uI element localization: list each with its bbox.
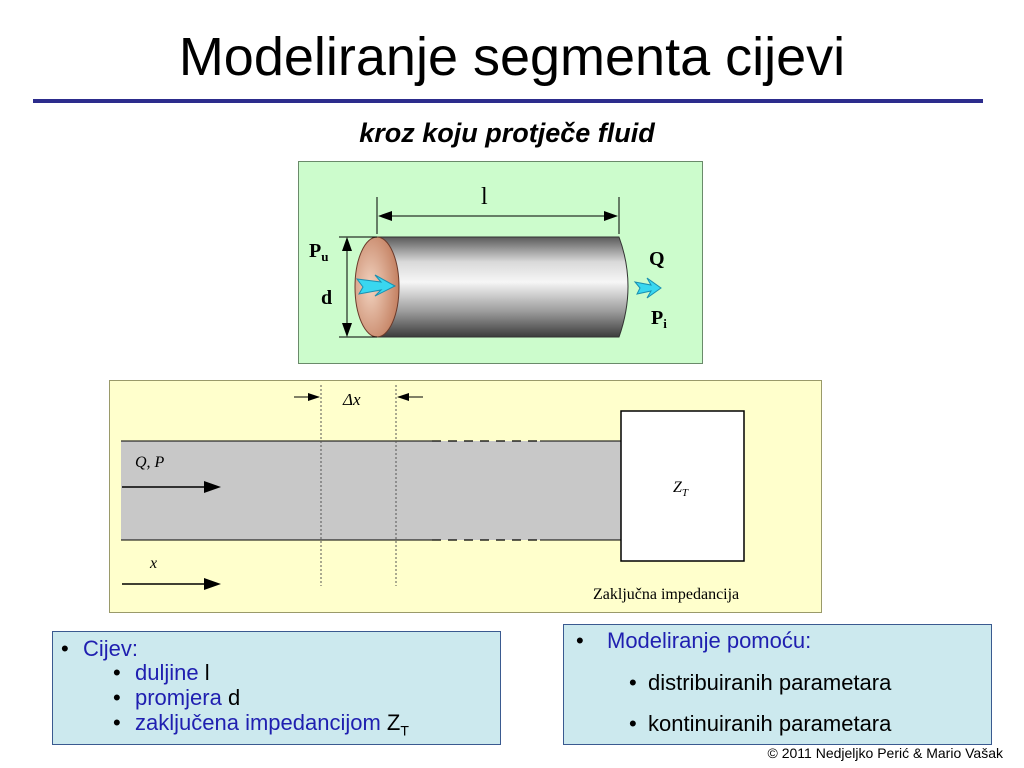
list-item: promjera d bbox=[135, 685, 241, 710]
box-heading: Modeliranje pomoću: bbox=[607, 628, 812, 653]
modeling-methods-box: • Modeliranje pomoću: • distribuiranih p… bbox=[563, 624, 992, 745]
x-label: x bbox=[149, 555, 157, 572]
slide-title: Modeliranje segmenta cijevi bbox=[178, 27, 846, 87]
qp-label: Q, P bbox=[135, 454, 165, 471]
segment-figure-panel: Δx Q, P x ZT Zaključna impedancija bbox=[109, 380, 822, 613]
bullet-icon: • bbox=[629, 711, 637, 736]
zt-label: ZT bbox=[673, 479, 689, 499]
outflow-arrow-icon bbox=[633, 277, 662, 299]
list-item: distribuiranih parametara bbox=[648, 670, 892, 695]
bullet-icon: • bbox=[113, 660, 121, 685]
bullet-icon: • bbox=[576, 628, 584, 653]
pipe-figure-panel: l Pu d Q Pi bbox=[298, 161, 703, 364]
terminal-impedance-box bbox=[620, 410, 745, 562]
pu-label: Pu bbox=[309, 240, 328, 264]
list-item: zaključena impedancijom ZT bbox=[135, 710, 409, 739]
slide-subtitle: kroz koju protječe fluid bbox=[359, 118, 655, 148]
impedance-caption: Zaključna impedancija bbox=[593, 586, 739, 603]
bullet-icon: • bbox=[113, 685, 121, 710]
length-label: l bbox=[481, 184, 488, 210]
title-divider bbox=[33, 99, 983, 103]
d-label: d bbox=[321, 287, 332, 309]
dx-label: Δx bbox=[342, 390, 361, 409]
pi-label: Pi bbox=[651, 307, 667, 331]
segment-diagram: Δx Q, P x ZT Zaključna impedancija bbox=[121, 385, 745, 603]
bullet-icon: • bbox=[61, 636, 69, 661]
bullet-icon: • bbox=[113, 710, 121, 735]
box-heading: Cijev: bbox=[83, 636, 139, 661]
pipe-parameters-box: • Cijev: • duljine l • promjera d • zakl… bbox=[52, 631, 501, 745]
list-item: kontinuiranih parametara bbox=[648, 711, 892, 736]
pipe-diagram: l Pu d Q Pi bbox=[309, 184, 667, 338]
list-item: duljine l bbox=[135, 660, 210, 685]
inflow-arrow-icon bbox=[355, 274, 397, 297]
q-label: Q bbox=[649, 248, 665, 270]
copyright-footer: © 2011 Nedjeljko Perić & Mario Vašak bbox=[767, 745, 1003, 761]
bullet-icon: • bbox=[629, 670, 637, 695]
